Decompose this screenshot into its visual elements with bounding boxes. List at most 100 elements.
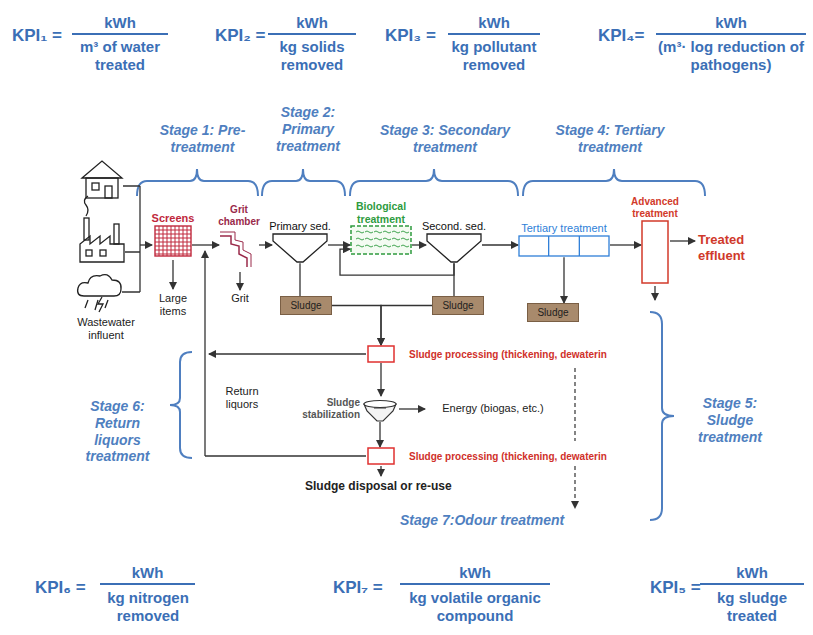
art-stroke — [350, 169, 518, 196]
art-stroke — [654, 286, 655, 300]
screen-bar — [155, 250, 191, 251]
flow-arrow — [173, 241, 695, 476]
stage-label: Stage 4: Tertiary treatment — [525, 122, 695, 156]
unit-outline — [642, 221, 668, 283]
biomass-mark — [392, 238, 400, 240]
flow-connector — [381, 306, 432, 346]
kpi-numerator: kWh — [656, 14, 806, 35]
art-stroke — [86, 250, 92, 256]
kpi-denominator: kg volatile organic compound — [400, 589, 550, 625]
kpi-denominator: kg nitrogen removed — [93, 589, 203, 625]
flow-connector — [412, 244, 426, 245]
influent-line — [122, 186, 152, 292]
house-icon — [82, 161, 122, 198]
art-stroke — [84, 196, 88, 216]
stage-brace — [137, 169, 705, 520]
stage-label: Stage 7:Odour treatment — [400, 512, 620, 528]
grit-channel — [220, 236, 247, 267]
art-stroke — [84, 218, 89, 240]
grit-symbol — [219, 228, 259, 268]
art-stroke — [574, 368, 575, 441]
node-text: Sludge processing (thickening, dewaterin — [409, 349, 607, 360]
stage-label: Stage 6: Return liquors treatment — [70, 398, 165, 465]
art-stroke — [170, 352, 192, 458]
node-text: Screens — [148, 212, 198, 225]
art-stroke — [670, 240, 695, 241]
screen-bar — [155, 238, 191, 239]
kpi-numerator: kWh — [72, 14, 168, 35]
biomass-mark — [356, 238, 364, 240]
storm-icon — [78, 275, 121, 312]
art-stroke — [574, 466, 575, 508]
kpi-denominator: kg sludge treated — [700, 589, 804, 625]
sludge-box: Sludge — [527, 303, 579, 322]
biomass-mark — [365, 231, 373, 233]
node-text: Primary sed. — [266, 220, 334, 233]
stage-label: Stage 2: Primary treatment — [258, 104, 358, 154]
biomass-mark — [401, 245, 409, 247]
biomass-mark — [374, 231, 382, 233]
factory-icon — [80, 196, 124, 262]
art-stroke — [650, 312, 674, 520]
flow-connector — [259, 244, 272, 245]
stage-label: Stage 5: Sludge treatment — [680, 395, 780, 445]
node-text: Second. sed. — [420, 220, 488, 233]
art-stroke — [523, 169, 705, 196]
funnel-symbol — [272, 233, 328, 263]
screen-bar — [155, 246, 191, 247]
node-text: Sludge — [283, 300, 329, 311]
kpi-name: KPI₁ = — [12, 26, 74, 46]
screen-bar — [155, 242, 191, 243]
art-stroke — [85, 300, 108, 310]
node-text: Sludge — [530, 307, 576, 318]
kpi-name: KPI₅ = — [650, 578, 702, 598]
kpi-name: KPI₃ = — [385, 26, 445, 46]
biomass-mark — [383, 238, 391, 240]
process-unit: Second. sed. — [420, 220, 488, 263]
sludge-box: Sludge — [432, 296, 484, 315]
node-text: Sludge — [435, 300, 481, 311]
node-text: Biological treatment — [344, 200, 418, 225]
kpi-denominator: (m³· log reduction of pathogens) — [656, 38, 806, 74]
processing-unit: Sludge processing (thickening, dewaterin — [367, 345, 607, 363]
process-unit: Advanced treatment — [622, 196, 688, 284]
grit-channel — [220, 232, 251, 267]
art-stroke — [172, 260, 173, 289]
odour-dashed-arrow — [574, 368, 575, 508]
process-unit: Biological treatment — [344, 200, 418, 255]
unit-outline — [368, 346, 394, 362]
flow-connector — [380, 363, 381, 396]
biomass-mark — [374, 245, 382, 247]
art-stroke — [205, 455, 366, 456]
biomass-mark — [383, 231, 391, 233]
screen-bar — [155, 230, 191, 231]
digester-top — [364, 401, 396, 408]
art-stroke — [140, 244, 152, 245]
art-stroke — [100, 250, 106, 256]
kpi-name: KPI₄= — [598, 26, 654, 46]
node-text: Sludge processing (thickening, dewaterin — [409, 451, 607, 462]
flow-connector — [328, 244, 350, 245]
art-stroke — [92, 183, 99, 190]
biomass-mark — [356, 245, 364, 247]
biomass-mark — [374, 238, 382, 240]
flow-connector — [482, 244, 518, 245]
sq-symbol — [367, 447, 395, 465]
art-stroke — [262, 169, 345, 196]
biomass-mark — [401, 238, 409, 240]
clarifier-outline — [427, 234, 481, 262]
process-unit: Screens — [148, 212, 198, 257]
flow-connector — [379, 422, 380, 447]
art-stroke — [86, 178, 118, 198]
tank-outline — [519, 236, 609, 256]
process-unit: Primary sed. — [266, 220, 334, 263]
biomass-mark — [392, 231, 400, 233]
art-stroke — [114, 224, 119, 244]
art-stroke — [137, 169, 258, 196]
art-stroke — [98, 297, 103, 312]
kpi-numerator: kWh — [268, 14, 356, 35]
art-stroke — [82, 161, 122, 178]
unit-outline — [368, 448, 394, 464]
tank-divider — [549, 236, 580, 256]
kpi-name: KPI₂ = — [215, 26, 269, 46]
